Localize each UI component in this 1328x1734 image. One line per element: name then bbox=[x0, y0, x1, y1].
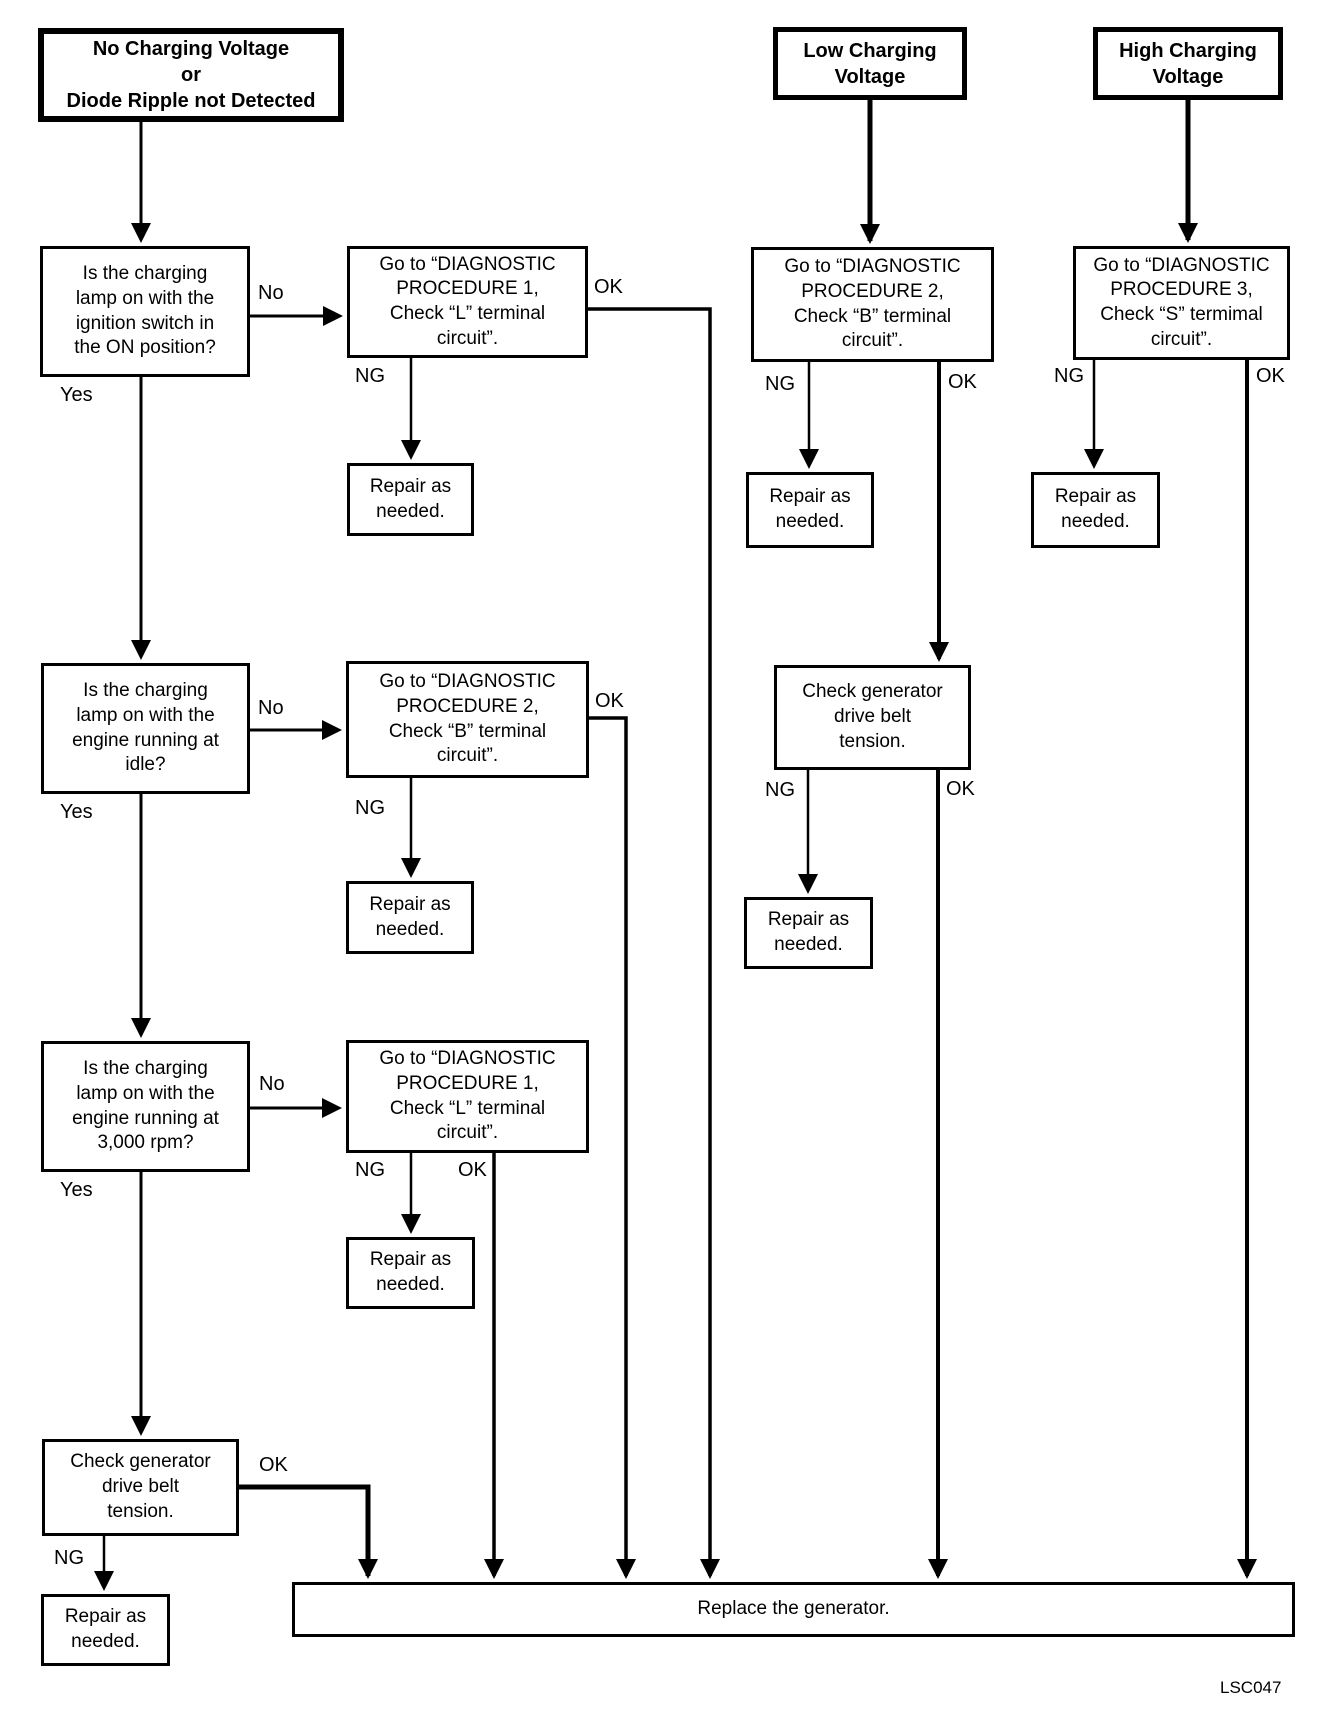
repair-as-needed-mid-row1: Repair as needed. bbox=[746, 472, 874, 548]
entry-high-charging-voltage-text: High Charging Voltage bbox=[1119, 39, 1257, 88]
repair-as-needed-mid-row1-text: Repair as needed. bbox=[769, 486, 851, 532]
question-charging-lamp-3000rpm-text: Is the charging lamp on with the engine … bbox=[72, 1058, 219, 1154]
repair-as-needed-left-row3: Repair as needed. bbox=[346, 1237, 475, 1309]
label-ng-diag3: NG bbox=[355, 1159, 385, 1181]
label-yes-row2: Yes bbox=[60, 801, 93, 823]
diagnostic-procedure-2-row2: Go to “DIAGNOSTIC PROCEDURE 2, Check “B”… bbox=[346, 661, 589, 778]
label-ng-diag1: NG bbox=[355, 365, 385, 387]
repair-as-needed-left-bottom-text: Repair as needed. bbox=[64, 1606, 147, 1652]
label-ok-diagmid: OK bbox=[948, 371, 977, 393]
repair-as-needed-left-row3-text: Repair as needed. bbox=[369, 1249, 452, 1295]
question-charging-lamp-idle: Is the charging lamp on with the engine … bbox=[41, 663, 250, 794]
diagnostic-procedure-2-low-column: Go to “DIAGNOSTIC PROCEDURE 2, Check “B”… bbox=[751, 247, 994, 362]
label-ok-diag1: OK bbox=[594, 276, 623, 298]
connector-diag2-ok bbox=[589, 716, 636, 1579]
label-no-row1: No bbox=[258, 282, 284, 304]
diagnostic-procedure-1-row1: Go to “DIAGNOSTIC PROCEDURE 1, Check “L”… bbox=[347, 246, 588, 358]
entry-high-charging-voltage: High Charging Voltage bbox=[1093, 27, 1283, 100]
diagnostic-procedure-2-row2-text: Go to “DIAGNOSTIC PROCEDURE 2, Check “B”… bbox=[379, 671, 556, 767]
label-ng-diagmid: NG bbox=[765, 373, 795, 395]
label-ok-beltleft: OK bbox=[259, 1454, 288, 1476]
repair-as-needed-left-row1-text: Repair as needed. bbox=[369, 475, 452, 522]
question-charging-lamp-ignition-on-text: Is the charging lamp on with the ignitio… bbox=[74, 263, 216, 359]
label-ok-beltmid: OK bbox=[946, 778, 975, 800]
label-ng-diagright: NG bbox=[1054, 365, 1084, 387]
repair-as-needed-left-row1: Repair as needed. bbox=[347, 463, 474, 536]
repair-as-needed-mid-row2: Repair as needed. bbox=[744, 897, 873, 969]
diagnostic-procedure-1-row1-text: Go to “DIAGNOSTIC PROCEDURE 1, Check “L”… bbox=[379, 253, 556, 349]
diagnostic-procedure-1-row3-text: Go to “DIAGNOSTIC PROCEDURE 1, Check “L”… bbox=[379, 1048, 556, 1144]
replace-generator-text: Replace the generator. bbox=[697, 1598, 890, 1620]
diagnostic-procedure-2-low-column-text: Go to “DIAGNOSTIC PROCEDURE 2, Check “B”… bbox=[784, 256, 961, 352]
diagnostic-procedure-3-high-column: Go to “DIAGNOSTIC PROCEDURE 3, Check “S”… bbox=[1073, 246, 1290, 360]
check-belt-tension-left: Check generator drive belt tension. bbox=[42, 1439, 239, 1536]
repair-as-needed-mid-row2-text: Repair as needed. bbox=[767, 909, 850, 955]
question-charging-lamp-idle-text: Is the charging lamp on with the engine … bbox=[72, 680, 219, 776]
repair-as-needed-right-text: Repair as needed. bbox=[1054, 486, 1137, 532]
label-yes-row3: Yes bbox=[60, 1179, 93, 1201]
figure-code: LSC047 bbox=[1220, 1678, 1282, 1697]
label-ok-diagright: OK bbox=[1256, 365, 1285, 387]
label-ok-diag2: OK bbox=[595, 690, 624, 712]
connector-checkbelt-left-ok bbox=[239, 1484, 378, 1579]
check-belt-tension-mid-text: Check generator drive belt tension. bbox=[802, 681, 943, 752]
connector-diag1-ok bbox=[588, 307, 720, 1579]
repair-as-needed-right: Repair as needed. bbox=[1031, 472, 1160, 548]
question-charging-lamp-3000rpm: Is the charging lamp on with the engine … bbox=[41, 1041, 250, 1172]
entry-low-charging-voltage: Low Charging Voltage bbox=[773, 27, 967, 100]
label-ng-beltmid: NG bbox=[765, 779, 795, 801]
repair-as-needed-left-row2-text: Repair as needed. bbox=[369, 893, 451, 940]
entry-no-charging-voltage: No Charging Voltage or Diode Ripple not … bbox=[38, 28, 344, 122]
entry-low-charging-voltage-text: Low Charging Voltage bbox=[803, 39, 937, 88]
repair-as-needed-left-row2: Repair as needed. bbox=[346, 881, 474, 954]
repair-as-needed-left-bottom: Repair as needed. bbox=[41, 1594, 170, 1666]
question-charging-lamp-ignition-on: Is the charging lamp on with the ignitio… bbox=[40, 246, 250, 377]
diagnostic-procedure-1-row3: Go to “DIAGNOSTIC PROCEDURE 1, Check “L”… bbox=[346, 1040, 589, 1153]
label-yes-row1: Yes bbox=[60, 384, 93, 406]
label-no-row3: No bbox=[259, 1073, 285, 1095]
label-ok-diag3: OK bbox=[458, 1159, 487, 1181]
entry-no-charging-voltage-text: No Charging Voltage or Diode Ripple not … bbox=[66, 38, 316, 112]
replace-generator-box: Replace the generator. bbox=[292, 1582, 1295, 1637]
check-belt-tension-left-text: Check generator drive belt tension. bbox=[70, 1451, 211, 1522]
label-no-row2: No bbox=[258, 697, 284, 719]
label-ng-diag2: NG bbox=[355, 797, 385, 819]
label-ng-beltleft: NG bbox=[54, 1547, 84, 1569]
check-belt-tension-mid: Check generator drive belt tension. bbox=[774, 665, 971, 770]
diagnostic-procedure-3-high-column-text: Go to “DIAGNOSTIC PROCEDURE 3, Check “S”… bbox=[1093, 254, 1270, 350]
